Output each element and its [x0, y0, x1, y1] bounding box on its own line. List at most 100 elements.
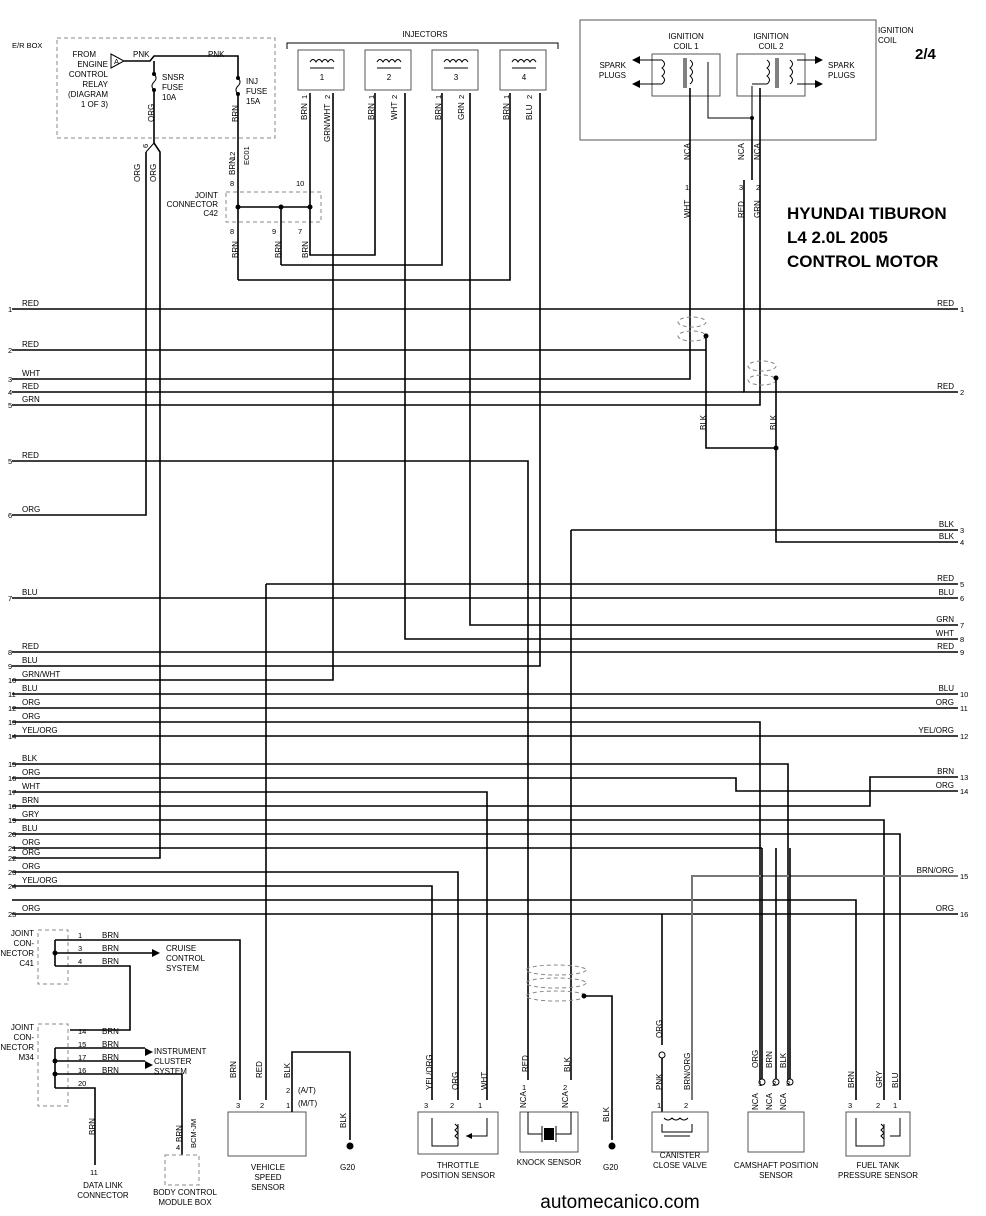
- left-wire-label: WHT: [22, 369, 40, 378]
- right-pin-number: 9: [960, 648, 964, 657]
- fuel-wire-brn: BRN: [847, 1071, 856, 1088]
- vss-at: (A/T): [298, 1086, 316, 1095]
- vss-label-3: SENSOR: [251, 1183, 285, 1192]
- right-pin-number: 2: [960, 388, 964, 397]
- relay-line-2: ENGINE: [77, 60, 108, 69]
- bcm-label-2: MODULE BOX: [158, 1198, 212, 1207]
- ign-wire-grn: GRN: [753, 200, 762, 218]
- left-pin-number: 5: [8, 401, 12, 410]
- spark-arrow-icon: [632, 56, 640, 64]
- ign-pin-3: 3: [739, 183, 743, 192]
- joint-connector-c41: JOINT CON- NECTOR C41 1 3 4 BRN BRN BRN …: [0, 929, 241, 1100]
- c42-brn-1: BRN: [231, 241, 240, 258]
- left-pin-number: 15: [8, 760, 16, 769]
- title-line-2: L4 2.0L 2005: [787, 228, 888, 247]
- injector-wiring: [12, 93, 958, 681]
- injectors: INJECTORS: [286, 30, 559, 49]
- cam-pin-3: 3: [786, 1079, 790, 1088]
- left-wire-label: YEL/ORG: [22, 876, 58, 885]
- injector-pin: 2: [323, 95, 332, 99]
- canister-label-2: CLOSE VALVE: [653, 1161, 707, 1170]
- piezo-icon: [544, 1128, 554, 1140]
- left-wire-label: BLK: [22, 754, 38, 763]
- knock-ground: G20: [603, 1163, 619, 1172]
- vss-ground: G20: [340, 1163, 356, 1172]
- right-wire-label: BLU: [938, 588, 954, 597]
- fuel-label-2: PRESSURE SENSOR: [838, 1171, 918, 1180]
- snsr-fuse-icon: [151, 73, 157, 91]
- left-pin-number: 21: [8, 844, 16, 853]
- pnk-label-1: PNK: [133, 50, 150, 59]
- throttle-position-sensor: YEL/ORG ORG WHT 3 2 1 THROTTLE POSITION …: [417, 1054, 499, 1180]
- right-wire-label: RED: [937, 642, 954, 651]
- left-wire-label: GRY: [22, 810, 40, 819]
- left-wire-label: ORG: [22, 698, 40, 707]
- cruise-dest-3: SYSTEM: [166, 964, 199, 973]
- fuel-pin-2: 2: [876, 1101, 880, 1110]
- injector-pin: 2: [457, 95, 466, 99]
- right-pin-number: 11: [960, 704, 968, 713]
- left-pin-number: 9: [8, 662, 12, 671]
- tps-wire-3: WHT: [480, 1072, 489, 1090]
- right-wire-label: BRN/ORG: [917, 866, 954, 875]
- m34-pin-15: 15: [78, 1040, 86, 1049]
- left-wire-label: BLU: [22, 684, 38, 693]
- cam-nca-1: NCA: [751, 1092, 760, 1110]
- injector-wire-label: GRN: [457, 102, 466, 120]
- left-wire-label: ORG: [22, 712, 40, 721]
- ground-icon: [608, 1142, 616, 1150]
- left-pin-number: 1: [8, 305, 12, 314]
- vss-wire-blk: BLK: [283, 1062, 292, 1078]
- left-wire-label: BLU: [22, 656, 38, 665]
- injector-pin: 2: [525, 95, 534, 99]
- ign-wire-wht: WHT: [683, 200, 692, 218]
- left-wire-label: RED: [22, 299, 39, 308]
- ignition-coil-label-2: COIL: [878, 36, 897, 45]
- left-wire-label: ORG: [22, 862, 40, 871]
- left-wire-label: YEL/ORG: [22, 726, 58, 735]
- harness-lines: [12, 308, 958, 1100]
- injector-coil-icon: [376, 59, 402, 69]
- c42-label-1: JOINT: [195, 191, 218, 200]
- injector-pin: 1: [367, 95, 376, 99]
- ign-wire-red: RED: [737, 201, 746, 218]
- right-wire-label: YEL/ORG: [918, 726, 954, 735]
- left-pin-number: 14: [8, 732, 16, 741]
- vss-label-1: VEHICLE: [251, 1163, 285, 1172]
- m34-pin-16: 16: [78, 1066, 86, 1075]
- left-wire-label: RED: [22, 340, 39, 349]
- injector-coil-icon: [309, 59, 335, 69]
- left-pin-number: 11: [8, 690, 16, 699]
- dlc-wire: BRN: [88, 1118, 97, 1135]
- injector-pin: 1: [300, 95, 309, 99]
- injector-number: 1: [320, 73, 325, 82]
- snsr-fuse-1: SNSR: [162, 73, 184, 82]
- left-wire-label: BLU: [22, 588, 38, 597]
- shield-blk-1: BLK: [699, 414, 708, 430]
- canister-close-valve: ORG PNK BRN/ORG 1 2 CANISTER CLOSE VALVE: [651, 1020, 709, 1170]
- c41-pin-1: 1: [78, 931, 82, 940]
- brn-ec01-wire: BRN: [228, 158, 237, 175]
- ec01-label: EC01: [242, 146, 251, 165]
- coil2-label-2: COIL 2: [758, 42, 784, 51]
- canister-org: ORG: [655, 1020, 664, 1038]
- title-line-3: CONTROL MOTOR: [787, 252, 938, 271]
- c42-pin-9: 9: [272, 227, 276, 236]
- left-pin-number: 6: [8, 511, 12, 520]
- left-pin-number: 23: [8, 868, 16, 877]
- injector-wire-label: BLU: [525, 104, 534, 120]
- relay-line-1: FROM: [72, 50, 96, 59]
- fuel-wire-blu: BLU: [891, 1072, 900, 1088]
- canister-wire-brnorg: BRN/ORG: [683, 1053, 692, 1090]
- vss-pin-2: 2: [260, 1101, 264, 1110]
- injector-coil-icon: [443, 59, 469, 69]
- right-wire-label: ORG: [936, 781, 954, 790]
- ign-nca-2: NCA: [737, 142, 746, 160]
- tps-pin-3: 3: [424, 1101, 428, 1110]
- c42-label-3: C42: [203, 209, 218, 218]
- knock-nca-2: NCA: [561, 1090, 570, 1108]
- injectors-title: INJECTORS: [402, 30, 447, 39]
- cam-pin-1: 1: [758, 1079, 762, 1088]
- injector-number: 2: [387, 73, 392, 82]
- inj-fuse-1: INJ: [246, 77, 258, 86]
